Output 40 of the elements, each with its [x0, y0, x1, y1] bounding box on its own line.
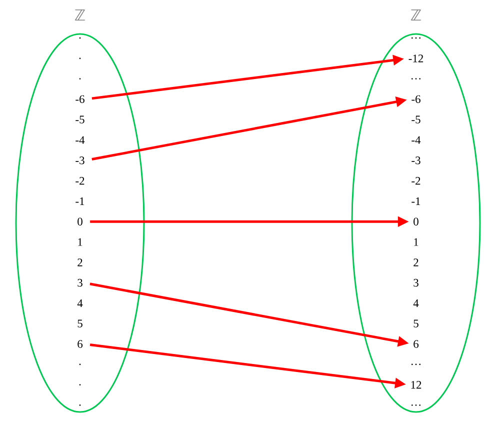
number-label: 4 [413, 299, 419, 307]
number-label: -4 [76, 136, 85, 144]
number-label: . [79, 37, 81, 39]
number-label: -2 [76, 177, 84, 185]
number-label: 5 [78, 320, 82, 328]
number-label: 2 [414, 258, 418, 266]
number-label: 1 [78, 238, 82, 246]
number-label: -1 [76, 197, 84, 205]
number-label: -3 [412, 156, 420, 164]
number-label: -2 [412, 177, 420, 185]
number-label: . [79, 404, 81, 406]
number-label: . [79, 384, 81, 386]
number-label: -5 [412, 116, 420, 124]
number-label: -6 [76, 95, 84, 104]
number-label: -6 [412, 95, 420, 104]
number-label: … [411, 364, 421, 366]
number-label: -4 [412, 136, 421, 144]
number-label: . [79, 58, 81, 60]
number-label: 3 [414, 278, 418, 287]
number-label: … [411, 37, 421, 39]
number-label: … [411, 404, 421, 406]
number-label: -1 [412, 197, 420, 205]
node-label: ℤ [411, 10, 421, 20]
number-label: 0 [78, 218, 82, 226]
number-label: … [411, 78, 421, 80]
number-label: . [79, 364, 81, 366]
number-label: 2 [78, 258, 82, 266]
number-label: . [79, 78, 81, 80]
number-label: 4 [77, 299, 83, 307]
number-label: -5 [76, 116, 84, 124]
number-label: -3 [76, 156, 84, 164]
number-label: 0 [414, 218, 418, 226]
number-label: 5 [414, 320, 418, 328]
number-label: 3 [78, 278, 82, 287]
number-label: -12 [408, 54, 424, 62]
number-label: 12 [411, 381, 422, 389]
number-label: 6 [78, 340, 83, 348]
number-label: 1 [414, 238, 418, 246]
number-label: 6 [414, 340, 419, 348]
node-label: ℤ [75, 10, 85, 20]
